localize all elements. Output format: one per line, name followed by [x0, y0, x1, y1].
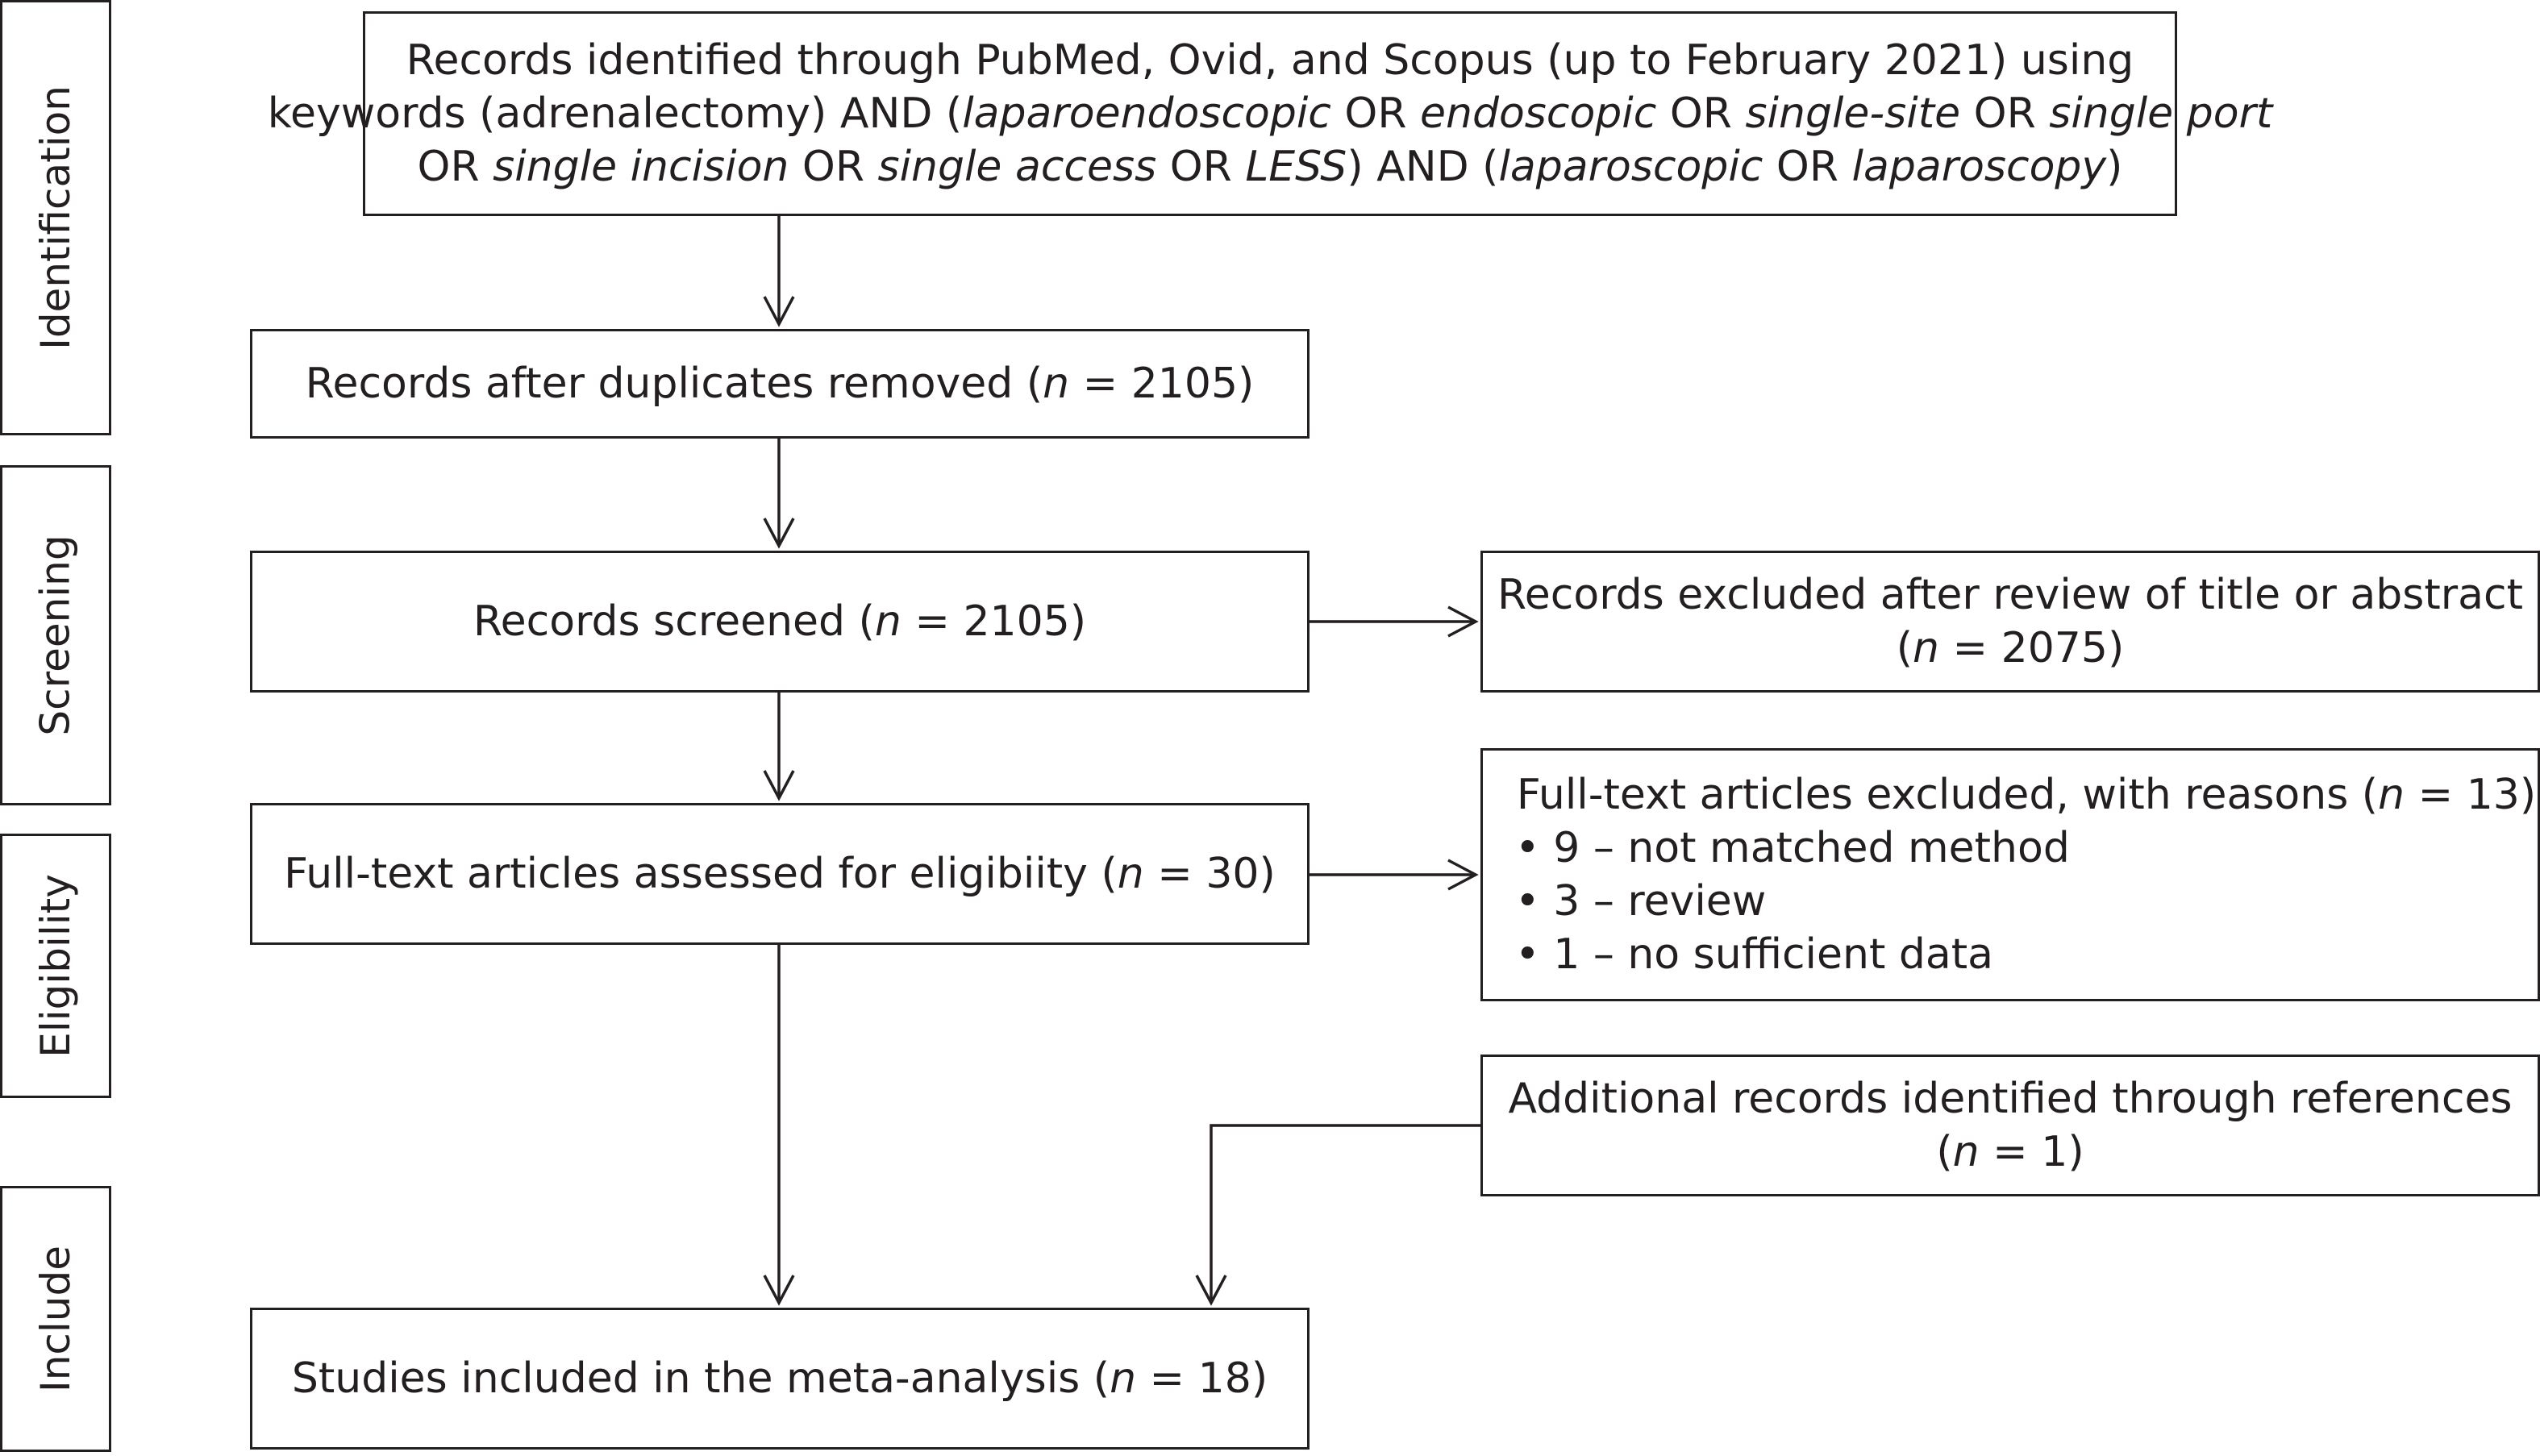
text-segment: OR: [1330, 89, 1421, 138]
italic-term: single-site: [1745, 89, 1961, 138]
duplicates-removed-text: Records after duplicates removed (n = 21…: [305, 360, 1255, 408]
stage-screening: Screening: [0, 465, 111, 805]
text-segment: OR: [1763, 143, 1852, 191]
arrowhead-fulltext-to-excluded: [1447, 859, 1479, 891]
fulltext-excluded-box: Full-text articles excluded, with reason…: [1480, 748, 2540, 1001]
italic-term: laparoendoscopic: [962, 89, 1331, 138]
fulltext-assessed-box: Full-text articles assessed for eligibii…: [250, 803, 1310, 945]
records-screened-text: Records screened (n = 2105): [473, 597, 1087, 646]
exclusion-reason-item: • 9 – not matched method: [1515, 824, 2070, 872]
studies-included-box: Studies included in the meta-analysis (n…: [250, 1308, 1310, 1450]
italic-term: single incision: [493, 143, 789, 191]
text-segment: OR: [417, 143, 493, 191]
exclusion-reason-item: • 3 – review: [1515, 877, 1767, 926]
text-segment: ) AND (: [1347, 143, 1499, 191]
text-segment: OR: [1960, 89, 2050, 138]
italic-term: single access: [877, 143, 1157, 191]
records-identified-line-1: Records identified through PubMed, Ovid,…: [406, 36, 2134, 85]
records-identified-line-3: OR single incision OR single access OR L…: [418, 140, 2123, 193]
arrowhead-screened-to-excluded: [1447, 605, 1479, 638]
arrowhead-identified-to-duplicates: [763, 296, 795, 327]
italic-term: laparoscopic: [1498, 143, 1763, 191]
exclusion-reason-item: • 1 – no sufficient data: [1515, 930, 1993, 979]
text-segment: ): [2106, 143, 2123, 191]
additional-records-box: Additional records identified through re…: [1480, 1055, 2540, 1196]
text-segment: OR: [1156, 143, 1246, 191]
italic-term: LESS: [1245, 143, 1347, 191]
arrowhead-screened-to-fulltext: [763, 770, 795, 801]
italic-term: endoscopic: [1420, 89, 1657, 138]
text-segment: OR: [789, 143, 878, 191]
records-identified-box: Records identified through PubMed, Ovid,…: [268, 11, 2272, 216]
fulltext-excluded-heading: Full-text articles excluded, with reason…: [1516, 771, 2537, 819]
records-identified-line-2: keywords (adrenalectomy) AND (laparoendo…: [268, 87, 2273, 140]
additional-records-line-2: (n = 1): [1936, 1128, 2084, 1176]
text-segment: OR: [1656, 89, 1746, 138]
stage-identification: Identification: [0, 0, 111, 435]
arrowhead-duplicates-to-screened: [763, 518, 795, 549]
duplicates-removed-box: Records after duplicates removed (n = 21…: [250, 329, 1310, 439]
italic-term: single port: [2049, 89, 2273, 138]
italic-term: laparoscopy: [1851, 143, 2107, 191]
stage-include: Include: [0, 1186, 111, 1452]
additional-records-line-1: Additional records identified through re…: [1508, 1075, 2513, 1123]
arrowhead-fulltext-to-included: [763, 1275, 795, 1306]
studies-included-text: Studies included in the meta-analysis (n…: [291, 1354, 1268, 1403]
text-segment: keywords (adrenalectomy) AND (: [267, 89, 963, 138]
stage-eligibility: Eligibility: [0, 834, 111, 1098]
records-excluded-box: Records excluded after review of title o…: [1480, 551, 2540, 693]
arrowhead-additional-to-included: [1195, 1275, 1227, 1306]
records-excluded-line-1: Records excluded after review of title o…: [1497, 571, 2523, 619]
fulltext-assessed-text: Full-text articles assessed for eligibii…: [284, 850, 1276, 898]
arrow-additional-to-included: [1210, 1124, 1480, 1303]
records-screened-box: Records screened (n = 2105): [250, 551, 1310, 693]
records-excluded-line-2: (n = 2075): [1896, 624, 2125, 672]
